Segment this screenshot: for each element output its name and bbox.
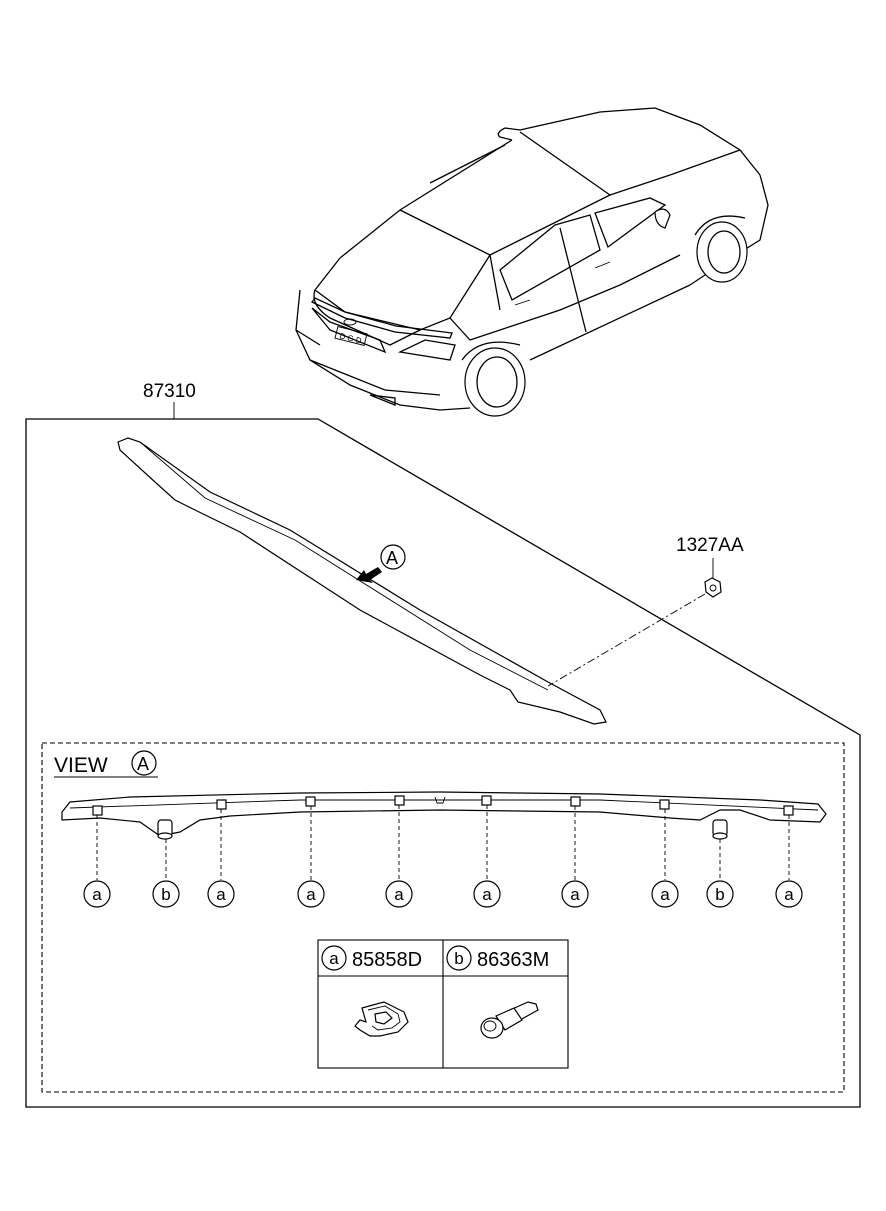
spoiler-underside — [61, 791, 827, 837]
callout-a-6: a — [561, 880, 589, 908]
callout-a-7: a — [651, 880, 679, 908]
callout-a-3: a — [297, 880, 325, 908]
clip-mounts — [92, 795, 794, 816]
svg-text:A: A — [386, 548, 398, 568]
part-number-1327aa: 1327AA — [676, 535, 744, 556]
legend-cell-b: b 86363M — [446, 945, 549, 971]
svg-text:D G D: D G D — [339, 331, 363, 345]
callout-leaders — [96, 805, 790, 880]
callout-circles: a b a a a a a a b a — [83, 880, 803, 908]
svg-text:a: a — [570, 885, 580, 904]
nut-1327aa: 1327AA — [547, 535, 744, 687]
view-a-box — [41, 742, 845, 1093]
svg-text:a: a — [660, 885, 670, 904]
grommet-icon — [480, 1001, 539, 1039]
svg-text:a: a — [784, 885, 794, 904]
callout-a-8: a — [775, 880, 803, 908]
main-frame — [25, 418, 861, 1108]
svg-text:a: a — [482, 885, 492, 904]
svg-text:a: a — [329, 949, 339, 968]
view-a-arrow: A — [356, 544, 406, 583]
view-letter: A — [137, 754, 149, 774]
svg-text:a: a — [306, 885, 316, 904]
view-label: VIEW — [54, 754, 108, 777]
part-number-87310: 87310 — [143, 381, 196, 402]
svg-text:a: a — [92, 885, 102, 904]
car-illustration: D G D — [295, 107, 769, 417]
grommet-mounts — [157, 819, 728, 840]
callout-b-2: b — [706, 880, 734, 908]
svg-text:b: b — [715, 885, 724, 904]
callout-a-1: a — [83, 880, 111, 908]
svg-text:b: b — [454, 949, 463, 968]
svg-text:a: a — [394, 885, 404, 904]
svg-text:b: b — [161, 885, 170, 904]
callout-a-4: a — [385, 880, 413, 908]
legend-cell-a: a 85858D — [321, 945, 422, 971]
svg-text:a: a — [216, 885, 226, 904]
callout-a-2: a — [207, 880, 235, 908]
part-number-85858d: 85858D — [352, 949, 422, 971]
callout-b-1: b — [152, 880, 180, 908]
part-number-86363m: 86363M — [477, 949, 549, 971]
callout-a-5: a — [473, 880, 501, 908]
clip-icon — [354, 1001, 409, 1037]
parts-legend-table: a 85858D b 86363M — [317, 939, 569, 1069]
